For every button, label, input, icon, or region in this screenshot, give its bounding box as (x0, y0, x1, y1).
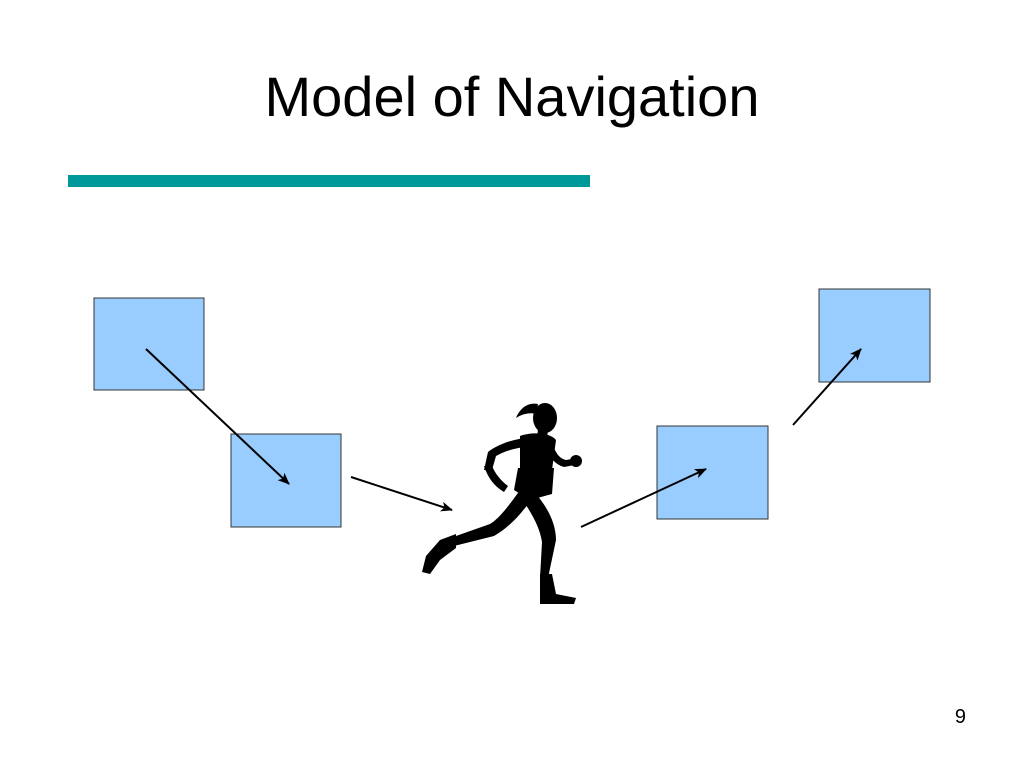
node-box-4 (818, 288, 931, 383)
running-person-icon (422, 403, 582, 604)
slide-title: Model of Navigation (264, 65, 760, 128)
node-box-3 (656, 425, 769, 520)
node-box-1 (93, 297, 205, 391)
title-rule (68, 175, 590, 187)
arrow-1 (145, 348, 290, 485)
page-number: 9 (954, 706, 966, 728)
arrow-4 (792, 348, 862, 426)
arrow-2 (350, 476, 453, 512)
arrow-3 (580, 468, 707, 528)
